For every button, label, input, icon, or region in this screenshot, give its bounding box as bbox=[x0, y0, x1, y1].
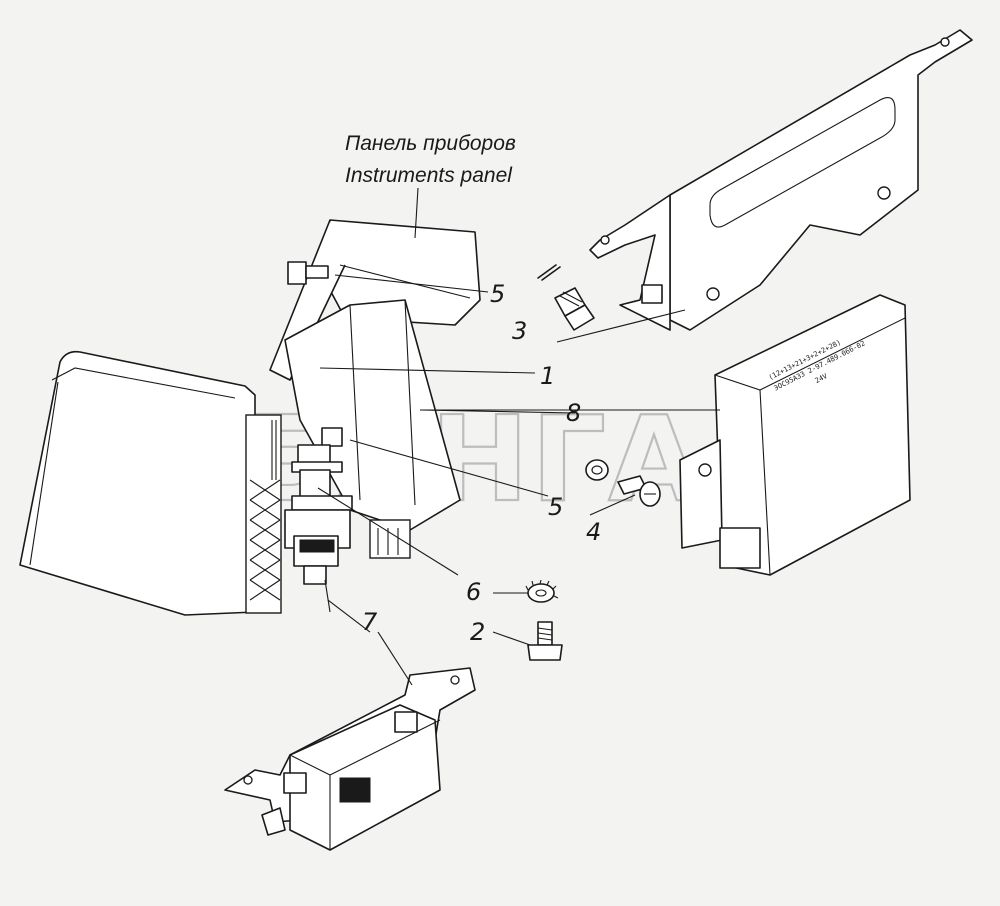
callout-3: 3 bbox=[512, 317, 527, 345]
instruments-panel-caption: Панель приборов Instruments panel bbox=[345, 132, 516, 187]
callout-labels: 5 3 1 8 5 4 6 2 7 bbox=[362, 280, 601, 646]
callout-5-bottom: 5 bbox=[548, 493, 563, 521]
bolt-stack bbox=[284, 427, 353, 585]
relay-box: (12+13+21+3+2+2+28) ЭОС95А33 2-97.489.06… bbox=[679, 294, 911, 576]
bolt-2 bbox=[527, 621, 563, 661]
caption-line-2: Instruments panel bbox=[345, 164, 513, 187]
callout-2: 2 bbox=[470, 618, 485, 646]
callout-6: 6 bbox=[466, 578, 481, 606]
callout-1: 1 bbox=[540, 362, 555, 390]
screw-4 bbox=[617, 475, 661, 507]
foam-insulation bbox=[249, 420, 281, 601]
mount-bracket-8 bbox=[284, 299, 461, 559]
relay-7 bbox=[224, 667, 476, 851]
dashboard-cover-panel bbox=[19, 350, 282, 616]
spring-washer-5 bbox=[537, 264, 561, 281]
callout-4: 4 bbox=[586, 518, 601, 546]
callout-8: 8 bbox=[566, 399, 581, 427]
callout-5-top: 5 bbox=[490, 280, 505, 308]
bracket-1 bbox=[589, 29, 973, 331]
leader-lines bbox=[317, 187, 720, 686]
lock-washer-6 bbox=[525, 579, 559, 603]
bracket-top-bolt bbox=[287, 261, 329, 285]
callout-7: 7 bbox=[362, 608, 378, 636]
caption-line-1: Панель приборов bbox=[345, 132, 516, 155]
bolt-3 bbox=[554, 287, 595, 331]
washer-5 bbox=[585, 459, 609, 481]
